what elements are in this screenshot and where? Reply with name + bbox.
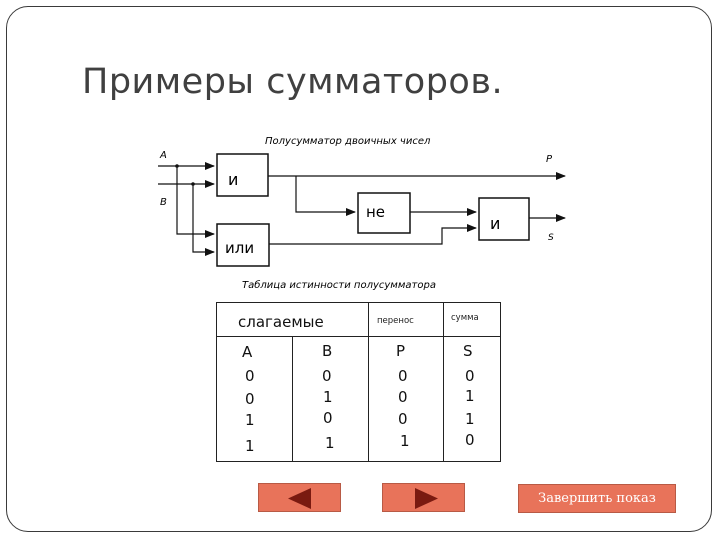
- table-divider: [443, 303, 444, 461]
- col-s-header: S: [463, 342, 473, 360]
- wire-a-to-or: [176, 166, 215, 238]
- wire-or-to-and: [269, 224, 477, 245]
- table-cell: 0: [398, 388, 408, 406]
- table-cell: 1: [245, 411, 255, 429]
- table-cell: 0: [323, 409, 333, 427]
- not-gate: [357, 192, 411, 234]
- input-a-label: A: [159, 150, 167, 161]
- previous-slide-button[interactable]: [258, 483, 341, 512]
- table-cell: 1: [323, 388, 333, 406]
- end-show-button[interactable]: Завершить показ: [518, 484, 676, 513]
- diagram-title: Полусумматор двоичных чисел: [265, 136, 431, 147]
- and-gate-right: [478, 197, 530, 241]
- table-divider: [217, 336, 500, 337]
- junction-dot: [175, 164, 179, 168]
- slide-title: Примеры сумматоров.: [82, 62, 504, 102]
- next-slide-button[interactable]: [382, 483, 465, 512]
- table-divider: [368, 303, 369, 461]
- slide-frame: [6, 6, 712, 532]
- and-gate-top: [216, 153, 269, 197]
- header-addends: слагаемые: [238, 313, 324, 331]
- output-p-label: P: [546, 154, 553, 165]
- input-b-label: B: [160, 197, 167, 208]
- output-s-label: S: [548, 233, 554, 243]
- header-sum: сумма: [451, 313, 479, 323]
- table-cell: 1: [400, 432, 410, 450]
- not-gate-label: не: [366, 203, 385, 221]
- table-cell: 1: [245, 437, 255, 455]
- triangle-left-icon: [288, 488, 311, 509]
- or-gate: [216, 223, 270, 267]
- junction-dot: [191, 182, 195, 186]
- truth-table-caption: Таблица истинности полусумматора: [242, 279, 436, 291]
- table-cell: 0: [398, 410, 408, 428]
- truth-table: слагаемые перенос сумма A B P S 0 0 0 0 …: [216, 302, 501, 462]
- table-cell: 0: [465, 431, 475, 449]
- col-a-header: A: [242, 343, 253, 361]
- and-gate-right-label: и: [490, 214, 500, 233]
- triangle-right-icon: [415, 488, 438, 509]
- table-cell: 0: [398, 367, 408, 385]
- table-cell: 1: [325, 434, 335, 452]
- table-cell: 1: [465, 410, 475, 428]
- col-p-header: P: [396, 342, 406, 360]
- table-cell: 1: [465, 387, 475, 405]
- and-gate-top-label: и: [228, 170, 238, 189]
- col-b-header: B: [322, 342, 333, 360]
- or-gate-label: или: [225, 239, 254, 257]
- wire-b-to-or: [192, 184, 215, 256]
- table-cell: 0: [465, 367, 475, 385]
- table-cell: 0: [245, 367, 255, 385]
- table-divider: [292, 337, 293, 461]
- table-cell: 0: [322, 367, 332, 385]
- table-cell: 0: [245, 390, 255, 408]
- wire-and-to-not: [295, 176, 356, 216]
- header-carry: перенос: [377, 316, 414, 326]
